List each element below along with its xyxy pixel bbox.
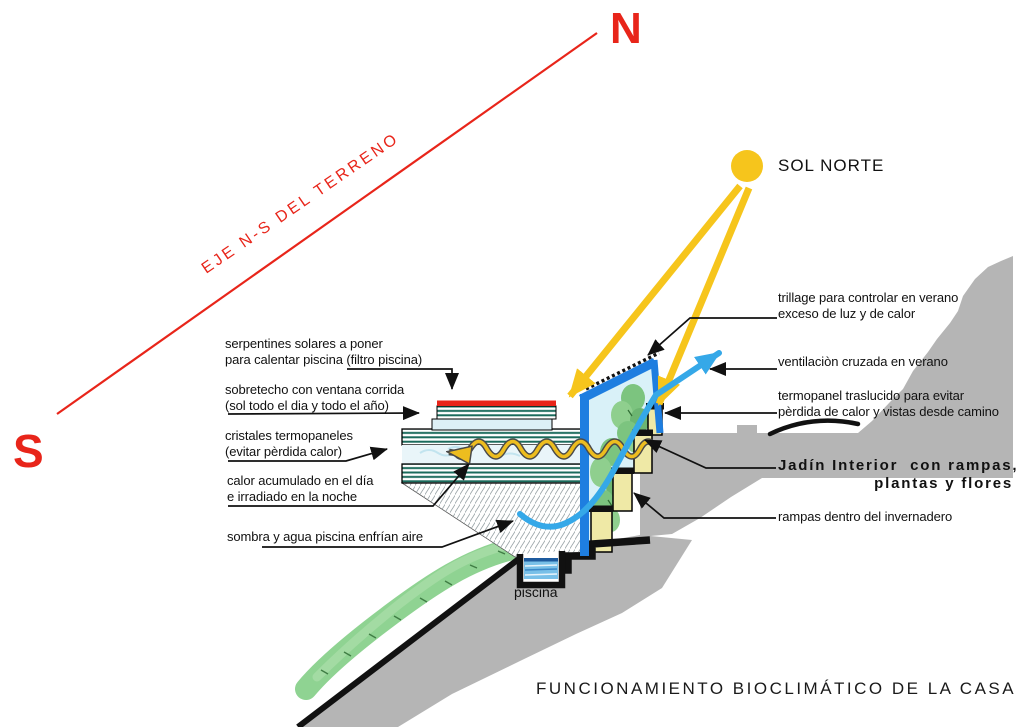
label-line: calor acumulado en el día bbox=[227, 473, 374, 488]
label-sobretecho: sobretecho con ventana corrida (sol todo… bbox=[225, 382, 404, 413]
compass-south-letter: S bbox=[13, 425, 44, 477]
leader-sobretecho bbox=[227, 406, 420, 421]
page-title: FUNCIONAMIENTO BIOCLIMÁTICO DE LA CASA bbox=[536, 679, 1017, 698]
label-line: termopanel traslucido para evitar bbox=[778, 388, 965, 403]
sun-ray-to-garden bbox=[655, 186, 753, 406]
floor-thermopanel-band bbox=[401, 463, 584, 484]
path-camino bbox=[767, 418, 861, 437]
glass-wall-left-frame bbox=[580, 394, 589, 556]
label-line: exceso de luz y de calor bbox=[778, 305, 916, 321]
leader-rampas bbox=[633, 492, 776, 519]
sun-ray-to-roof bbox=[567, 183, 743, 399]
terrain-edge-line bbox=[296, 555, 522, 727]
label-line: sombra y agua piscina enfrían aire bbox=[227, 529, 424, 544]
label-cristales: cristales termopaneles (evitar pèrdida c… bbox=[225, 428, 353, 459]
label-line: trillage para controlar en verano bbox=[778, 290, 959, 305]
leader-jardin bbox=[644, 439, 776, 469]
label-line: sobretecho con ventana corrida bbox=[225, 382, 405, 397]
compass-north-letter: N bbox=[610, 4, 642, 53]
label-line: (evitar pèrdida calor) bbox=[225, 443, 343, 459]
leader-trillage bbox=[647, 317, 777, 356]
sun-icon bbox=[731, 150, 763, 182]
label-trillage: trillage para controlar en verano exceso… bbox=[778, 290, 958, 321]
sun-ray-arrows bbox=[567, 183, 753, 406]
label-line: para calentar piscina (filtro piscina) bbox=[225, 351, 423, 367]
label-line: serpentines solares a poner bbox=[225, 336, 383, 351]
pool-label: piscina bbox=[514, 584, 558, 600]
leader-serpentines bbox=[347, 368, 459, 390]
label-calor: calor acumulado en el día e irradiado en… bbox=[227, 473, 373, 504]
sun-label: SOL NORTE bbox=[778, 156, 885, 175]
label-line: rampas dentro del invernadero bbox=[778, 509, 953, 524]
leader-calor bbox=[228, 463, 470, 507]
label-line: e irradiado en la noche bbox=[227, 488, 357, 504]
slope-vegetation bbox=[295, 538, 523, 700]
label-line: (sol todo el dia y todo el año) bbox=[225, 397, 389, 413]
house-section bbox=[401, 400, 584, 484]
label-line: Jadín Interior con rampas, bbox=[778, 457, 1019, 474]
label-termopanel: termopanel traslucido para evitar pèrdid… bbox=[778, 388, 999, 419]
label-serpentines: serpentines solares a poner para calenta… bbox=[225, 336, 422, 367]
trillage-dotted-line bbox=[585, 351, 660, 391]
leader-sombra bbox=[262, 519, 514, 548]
terrain-hill bbox=[298, 256, 1013, 727]
ventilation-arrow bbox=[517, 350, 722, 530]
sobretecho-band bbox=[436, 405, 557, 420]
sobretecho-window bbox=[431, 418, 553, 431]
label-rampas: rampas dentro del invernadero bbox=[778, 509, 952, 525]
terrain-axis-line bbox=[56, 32, 598, 415]
label-sombra: sombra y agua piscina enfrían aire bbox=[227, 529, 423, 545]
label-ventilacion: ventilaciòn cruzada en verano bbox=[778, 354, 948, 370]
label-line: pèrdida de calor y vistas desde camino bbox=[778, 403, 999, 419]
label-line: plantas y flores bbox=[874, 475, 1013, 492]
pool bbox=[516, 551, 566, 589]
label-line: ventilaciòn cruzada en verano bbox=[778, 354, 948, 369]
leader-lines bbox=[227, 317, 777, 548]
solar-serpentine-bar bbox=[437, 400, 556, 406]
label-line: cristales termopaneles bbox=[225, 428, 353, 443]
roof-thermopanel-band bbox=[401, 428, 584, 446]
leader-cristales bbox=[228, 446, 388, 462]
label-jardin-interior: Jadín Interior con rampas, plantas y flo… bbox=[778, 457, 1019, 493]
